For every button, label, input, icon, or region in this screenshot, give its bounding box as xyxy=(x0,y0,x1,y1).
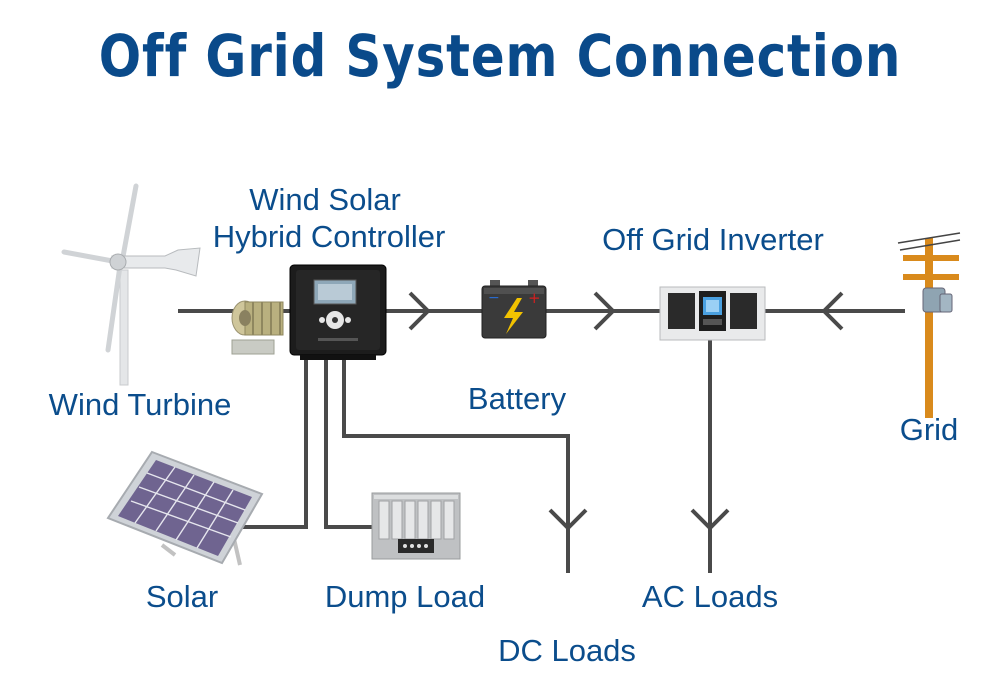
arrow-from-grid xyxy=(821,291,844,331)
arrow-to-dc-loads xyxy=(548,508,588,531)
arrow-to-inverter xyxy=(593,291,616,331)
dump-resistor-icon xyxy=(231,300,284,355)
grid-label: Grid xyxy=(899,412,959,447)
page-title: Off Grid System Connection xyxy=(98,22,902,90)
dump-load-icon xyxy=(371,492,461,560)
wind-turbine-icon xyxy=(61,183,201,386)
wind-turbine-label: Wind Turbine xyxy=(48,387,232,422)
controller-icon xyxy=(289,264,387,360)
dump-load-label: Dump Load xyxy=(324,579,486,614)
controller-label-line1: Wind Solar xyxy=(249,182,401,217)
ac-loads-label: AC Loads xyxy=(641,579,779,614)
solar-panel-icon xyxy=(106,450,264,566)
wire-dc-loads xyxy=(342,355,570,573)
arrow-to-battery xyxy=(408,291,431,331)
wire-solar xyxy=(235,355,308,529)
inverter-label: Off Grid Inverter xyxy=(602,222,824,257)
wires xyxy=(178,309,905,573)
wire-dump-load xyxy=(324,355,372,529)
solar-label: Solar xyxy=(145,579,219,614)
battery-icon: − + xyxy=(481,280,547,339)
controller-label-line2: Hybrid Controller xyxy=(212,219,446,254)
battery-label: Battery xyxy=(467,381,567,416)
grid-pole-icon xyxy=(897,232,961,418)
flow-arrows xyxy=(408,291,844,531)
svg-text:−: − xyxy=(488,290,500,306)
svg-text:+: + xyxy=(528,289,541,307)
dc-loads-label: DC Loads xyxy=(498,633,636,668)
inverter-icon xyxy=(659,286,766,341)
arrow-to-ac-loads xyxy=(690,508,730,531)
